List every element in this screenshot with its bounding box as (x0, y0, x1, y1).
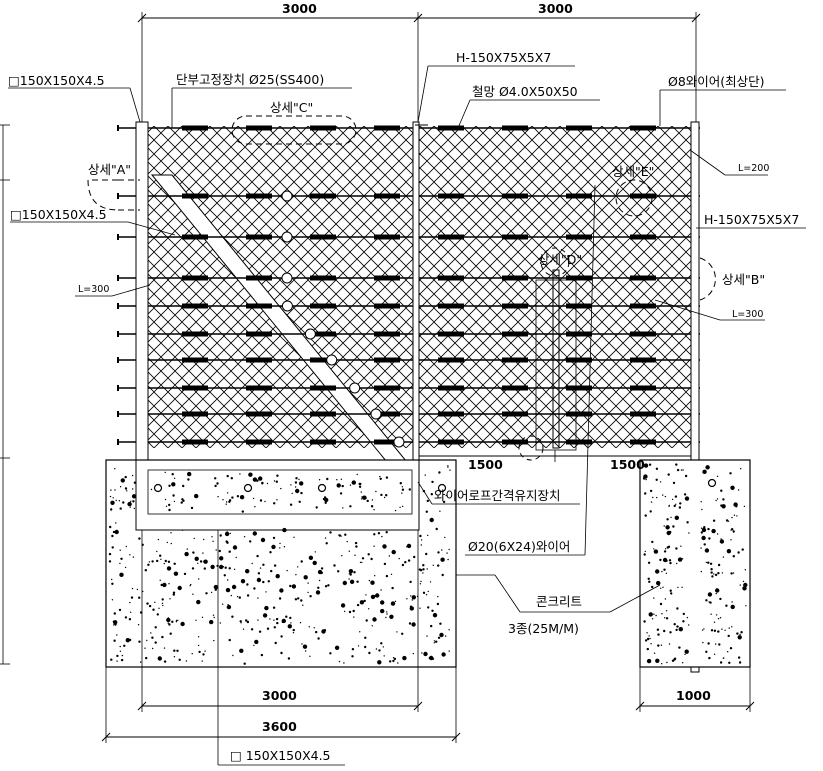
label-detail-d: 상세"D" (538, 252, 582, 267)
label-detail-a: 상세"A" (88, 162, 131, 177)
wire-rope (117, 408, 700, 420)
label-post-top-left: □150X150X4.5 (8, 73, 105, 88)
text-labels: 3000 3000 3000 3600 1000 1500 1500 □150X… (8, 1, 799, 763)
label-detail-e: 상세"E" (612, 164, 654, 179)
dim-bottom-outer: 3600 (262, 719, 297, 734)
label-wire-20: Ø20(6X24)와이어 (468, 539, 570, 554)
wire-rope (117, 231, 700, 243)
label-h-beam-right: H-150X75X5X7 (704, 212, 799, 227)
dim-bottom-inner: 3000 (262, 688, 297, 703)
label-l200: L=200 (738, 163, 769, 174)
label-concrete: 콘크리트 (536, 594, 582, 609)
wire-rope (117, 382, 700, 394)
wire-rope (117, 300, 700, 312)
dim-top-right: 3000 (538, 1, 573, 16)
label-l300-right: L=300 (732, 309, 763, 320)
right-footing (639, 459, 751, 668)
dim-top-left: 3000 (282, 1, 317, 16)
wire-rope (117, 354, 700, 366)
label-l300-left: L=300 (78, 284, 109, 295)
wire-rope (117, 125, 700, 131)
dim-right-footing: 1000 (676, 688, 711, 703)
label-detail-b: 상세"B" (722, 272, 765, 287)
wire-ropes (117, 125, 700, 448)
leader-lines (8, 65, 806, 766)
dim-span-right: 1500 (610, 457, 645, 472)
dim-span-left: 1500 (468, 457, 503, 472)
wire-rope (117, 190, 700, 202)
anchor-post (552, 269, 560, 449)
label-wire-8: Ø8와이어(최상단) (668, 74, 765, 89)
center-post (412, 121, 420, 483)
wire-rope (117, 436, 700, 448)
wire-rope (117, 328, 700, 340)
label-detail-c: 상세"C" (270, 100, 313, 115)
label-concrete-grade: 3종(25M/M) (508, 621, 579, 636)
wire-rope (117, 272, 700, 284)
posts (135, 121, 700, 673)
label-post-bottom: □ 150X150X4.5 (230, 748, 331, 763)
wire-mesh-panel (148, 126, 694, 448)
detail-markers (87, 115, 716, 461)
label-end-fixing: 단부고정장치 Ø25(SS400) (176, 72, 324, 87)
label-spacer: 와이어로프간격유지장치 (434, 488, 561, 503)
concrete-footings (105, 459, 751, 668)
label-wire-mesh: 철망 Ø4.0X50X50 (472, 84, 578, 99)
dimension-lines (0, 12, 755, 743)
label-post-brace: □150X150X4.5 (10, 207, 107, 222)
label-h-beam-top: H-150X75X5X7 (456, 50, 551, 65)
right-post (690, 121, 700, 673)
